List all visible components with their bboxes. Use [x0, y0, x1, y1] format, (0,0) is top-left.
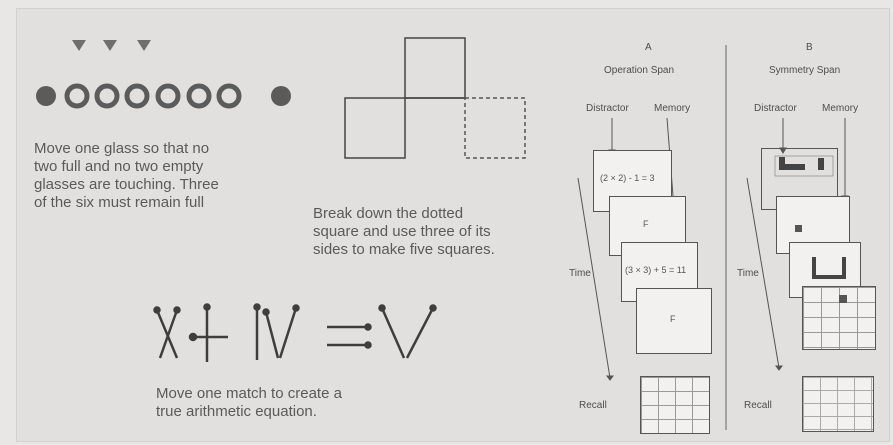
matches-instructions: Move one match to create a true arithmet… — [156, 385, 436, 421]
text-line: true arithmetic equation. — [156, 403, 317, 420]
text-line: two full and no two empty — [34, 158, 204, 175]
span-b-title: Symmetry Span — [769, 65, 841, 76]
operation-recall-grid — [640, 376, 710, 434]
span-a-letter: A — [645, 42, 652, 53]
span-b-recall-label: Recall — [744, 400, 772, 411]
text-line: glasses are touching. Three — [34, 176, 219, 193]
span-a-title: Operation Span — [604, 65, 675, 76]
span-b-memory-label: Memory — [822, 103, 859, 114]
span-a-time-label: Time — [569, 268, 591, 279]
symmetry-figure-icon — [812, 257, 846, 279]
symmetry-card-4 — [802, 286, 876, 350]
operation-card-4: F — [636, 288, 712, 354]
text-line: of the six must remain full — [34, 194, 205, 211]
span-a-memory-label: Memory — [654, 103, 691, 114]
span-a-distractor-label: Distractor — [586, 103, 629, 114]
squares-instructions: Break down the dotted square and use thr… — [313, 205, 573, 259]
span-b-distractor-label: Distractor — [754, 103, 797, 114]
memory-square-icon — [795, 225, 802, 232]
card-text: F — [643, 219, 649, 229]
card-text: F — [670, 314, 676, 324]
span-b-letter: B — [806, 42, 813, 53]
text-line: sides to make five squares. — [313, 241, 495, 258]
span-a-recall-label: Recall — [579, 400, 607, 411]
card-text: (3 × 3) + 5 = 11 — [625, 265, 687, 275]
text-line: Move one match to create a — [156, 385, 342, 402]
text-line: Break down the dotted — [313, 205, 464, 222]
symmetry-recall-grid — [802, 376, 874, 432]
memory-square-icon — [839, 295, 847, 303]
text-line: Move one glass so that no — [34, 140, 210, 157]
glasses-instructions: Move one glass so that no two full and n… — [34, 140, 304, 212]
span-b-time-label: Time — [737, 268, 759, 279]
card-text: (2 × 2) - 1 = 3 — [600, 173, 655, 183]
text-line: square and use three of its — [313, 223, 491, 240]
